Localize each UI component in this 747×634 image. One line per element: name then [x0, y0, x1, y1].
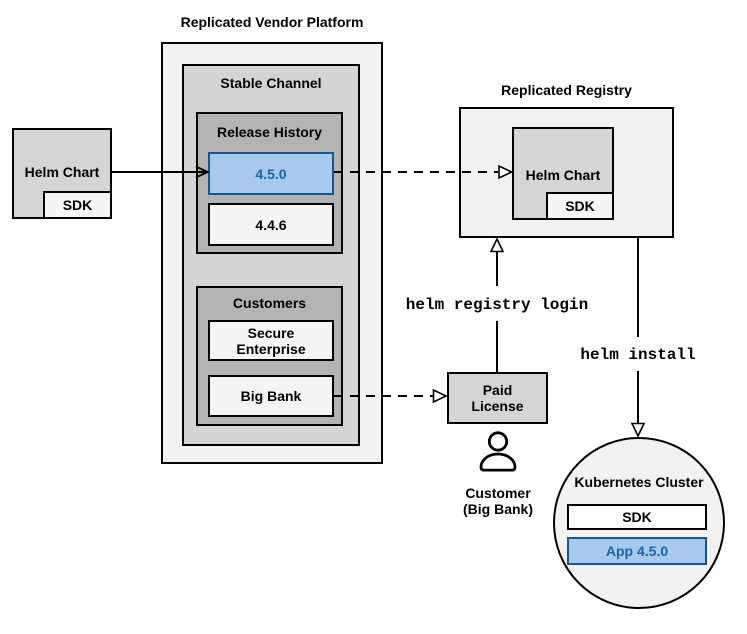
release-item-450: 4.5.0: [208, 152, 334, 195]
customer-item-secure-enterprise: Secure Enterprise: [208, 320, 334, 361]
customers-title: Customers: [232, 295, 307, 311]
release-version-label: 4.4.6: [255, 216, 287, 233]
command-helm-install: helm install: [580, 346, 696, 364]
sdk-label: SDK: [62, 197, 93, 213]
command-helm-registry-login: helm registry login: [405, 296, 589, 314]
paid-license-box: Paid License: [447, 372, 548, 424]
customer-name-line: Big Bank: [240, 388, 302, 404]
arrow-registry-to-cluster: [630, 238, 646, 438]
cluster-app-box: App 4.5.0: [567, 537, 707, 565]
paid-license-line: License: [471, 398, 524, 414]
customer-person-icon: [479, 431, 517, 472]
customer-name-line: Secure: [247, 324, 295, 341]
app-version-label: App 4.5.0: [605, 543, 669, 559]
cluster-sdk-box: SDK: [567, 504, 707, 530]
customer-item-big-bank: Big Bank: [208, 375, 334, 417]
customer-caption: Customer (Big Bank): [437, 485, 559, 517]
sdk-label: SDK: [622, 509, 652, 525]
helm-chart-source-sdk-box: SDK: [43, 191, 112, 219]
registry-title: Replicated Registry: [501, 82, 632, 98]
release-item-446: 4.4.6: [208, 203, 334, 246]
vendor-platform-title: Replicated Vendor Platform: [180, 14, 364, 30]
helm-chart-source-label: Helm Chart: [24, 164, 100, 180]
sdk-label: SDK: [565, 198, 595, 214]
paid-license-line: Paid: [482, 382, 513, 398]
registry-sdk-box: SDK: [546, 192, 614, 220]
customer-caption-line: Customer: [465, 485, 531, 501]
release-history-title: Release History: [216, 124, 323, 140]
stable-channel-title: Stable Channel: [220, 75, 322, 91]
customer-caption-line: (Big Bank): [463, 501, 533, 517]
customer-name-line: Enterprise: [236, 340, 306, 357]
release-version-label: 4.5.0: [255, 165, 287, 182]
registry-helm-chart-label: Helm Chart: [525, 167, 601, 183]
kubernetes-cluster-title: Kubernetes Cluster: [574, 474, 704, 490]
